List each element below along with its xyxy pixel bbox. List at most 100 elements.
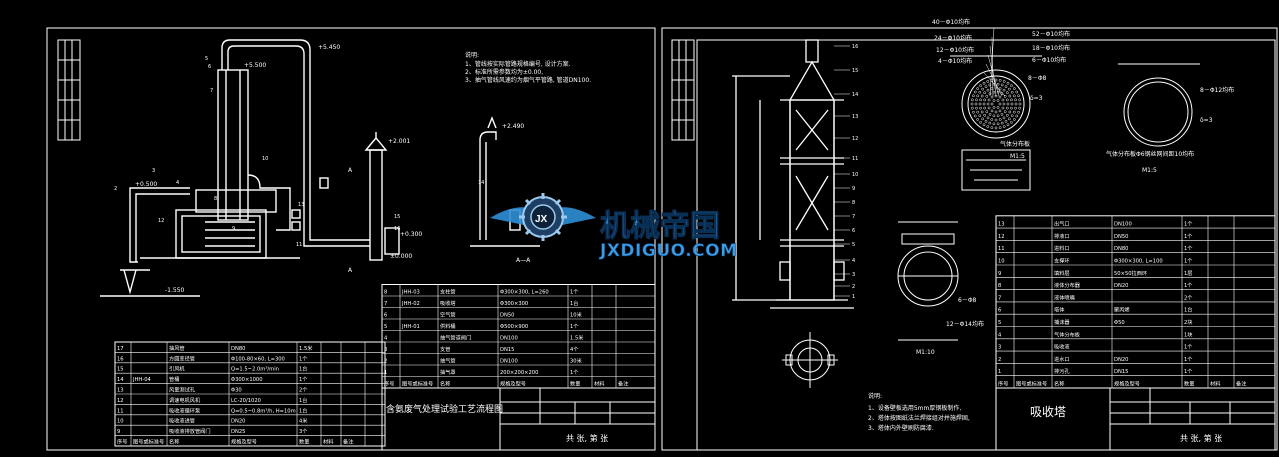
absorption-tower-elevation [732, 39, 854, 309]
callout-number: 6 [208, 64, 211, 70]
table-header-cell: 规格及型号 [231, 438, 257, 446]
elevation-label: ±0.000 [390, 253, 412, 260]
sheet-count: 共 张, 第 张 [1180, 433, 1222, 443]
table-cell: 4 [384, 336, 388, 342]
hole-label: 6－Φ8 [958, 297, 977, 304]
callout-number: 6 [852, 228, 855, 234]
perforation-hole [987, 106, 991, 110]
hole-label: 40－Φ10均布 [932, 18, 970, 26]
table-cell: 空气管 [440, 311, 456, 319]
perforation-hole [976, 87, 979, 90]
table-header-cell: 数量 [299, 438, 309, 446]
perforation-hole [982, 123, 986, 127]
perforation-hole [1003, 110, 1007, 114]
table-cell: 8 [998, 283, 1001, 289]
gear-wings-icon [490, 193, 596, 241]
table-cell: 支管 [440, 345, 450, 353]
perforation-hole [1004, 119, 1008, 123]
perforation-hole [998, 102, 1002, 106]
table-cell: DN50 [1114, 234, 1128, 240]
table-header-cell: 图号或标准号 [133, 438, 164, 446]
table-cell: 3 [384, 347, 387, 353]
perforation-hole [1008, 110, 1012, 114]
perforation-hole [983, 113, 987, 117]
table-cell: DN20 [1114, 357, 1128, 363]
perforation-hole [1012, 94, 1016, 98]
table-cell: DN20 [1114, 283, 1128, 289]
notes-line: 2、塔体按图纸法兰焊接组对并施焊固, [868, 414, 970, 422]
perforation-hole [1001, 106, 1005, 110]
callout-number: 9 [852, 186, 855, 192]
table-cell: 供料桶 [440, 322, 456, 330]
perforation-hole [973, 114, 977, 118]
notes-line: 2、标准所需参数均为±0.00, [465, 68, 543, 76]
perforation-hole [972, 110, 975, 114]
table-cell: 1个 [570, 369, 579, 376]
perforation-hole [998, 118, 1002, 121]
perforation-hole [998, 126, 1002, 129]
table-cell: 吸收塔 [440, 299, 456, 307]
table-cell: Φ300×1000 [231, 377, 263, 383]
mesh-label: Φ6钢丝网间距10均布 [1136, 150, 1194, 158]
table-cell: Φ100-80×60, L=300 [231, 356, 285, 362]
left-callouts: 5 6 7 8 9 10 11 12 13 14 15 16 2 3 4 [114, 56, 484, 248]
table-cell: 9 [998, 271, 1001, 277]
callout-number: 4 [176, 180, 179, 186]
perforation-hole [979, 98, 982, 102]
table-header-cell: 序号 [117, 438, 127, 446]
perforation-hole [975, 98, 978, 102]
perforation-hole [981, 87, 984, 91]
hole-label: 8－Φ8 [1028, 75, 1047, 82]
perforation-hole [996, 122, 1000, 126]
perforation-hole [988, 121, 992, 125]
perforation-hole [984, 119, 988, 123]
perforation-hole [1013, 87, 1016, 90]
table-cell: DN25 [231, 429, 245, 435]
perforation-hole [1018, 98, 1021, 102]
table-header-cell: 材料 [323, 438, 333, 446]
drawing-title: 吸收塔 [1030, 405, 1066, 419]
leader-line [989, 45, 997, 97]
callout-number: 15 [852, 68, 858, 74]
table-cell: 5 [384, 324, 387, 330]
perforation-hole [1017, 110, 1020, 114]
perforation-hole [978, 114, 982, 118]
callout-number: 2 [114, 186, 117, 192]
perforation-hole [998, 95, 1002, 99]
drawing-title: 含氨废气处理试验工艺流程图 [386, 403, 503, 415]
table-cell: JHH-02 [401, 301, 420, 307]
table-cell: 6 [384, 313, 387, 319]
table-cell: 7 [384, 301, 387, 307]
callout-number: 16 [852, 44, 858, 50]
perforation-hole [1010, 114, 1014, 118]
perforation-hole [1010, 106, 1013, 110]
table-header-cell: 序号 [998, 380, 1008, 388]
hole-label: 24－Φ10均布 [934, 34, 972, 42]
table-cell: 支撑环 [1054, 257, 1070, 265]
perforation-hole [994, 110, 998, 114]
table-cell: 1个 [1184, 245, 1193, 252]
perforation-hole [996, 99, 1000, 102]
table-header-cell: 备注 [618, 380, 628, 388]
table-cell: 调速电机风机 [169, 396, 201, 404]
table-cell: Φ300×300, L=260 [500, 290, 549, 296]
table-cell: 2个 [1184, 294, 1193, 301]
table-cell: 吸收液进管 [169, 417, 195, 425]
scale-label: M1:5 [1010, 153, 1025, 160]
table-cell: Q=0.5~0.8m³/h, H=10m [231, 408, 296, 414]
right-sheet [661, 27, 1278, 451]
right-binding-strip [671, 39, 695, 141]
table-cell: 进料口 [1054, 244, 1070, 252]
table-cell: 13 [998, 222, 1005, 228]
table-cell: 2 [998, 357, 1001, 363]
exhaust-pipe [221, 39, 370, 241]
perforation-hole [979, 84, 982, 87]
table-cell: 风量测试孔 [169, 386, 196, 394]
table-cell: 1个 [570, 289, 579, 296]
perforation-hole [990, 109, 994, 113]
table-cell: 1 [998, 369, 1001, 375]
perforation-hole [1008, 117, 1011, 121]
